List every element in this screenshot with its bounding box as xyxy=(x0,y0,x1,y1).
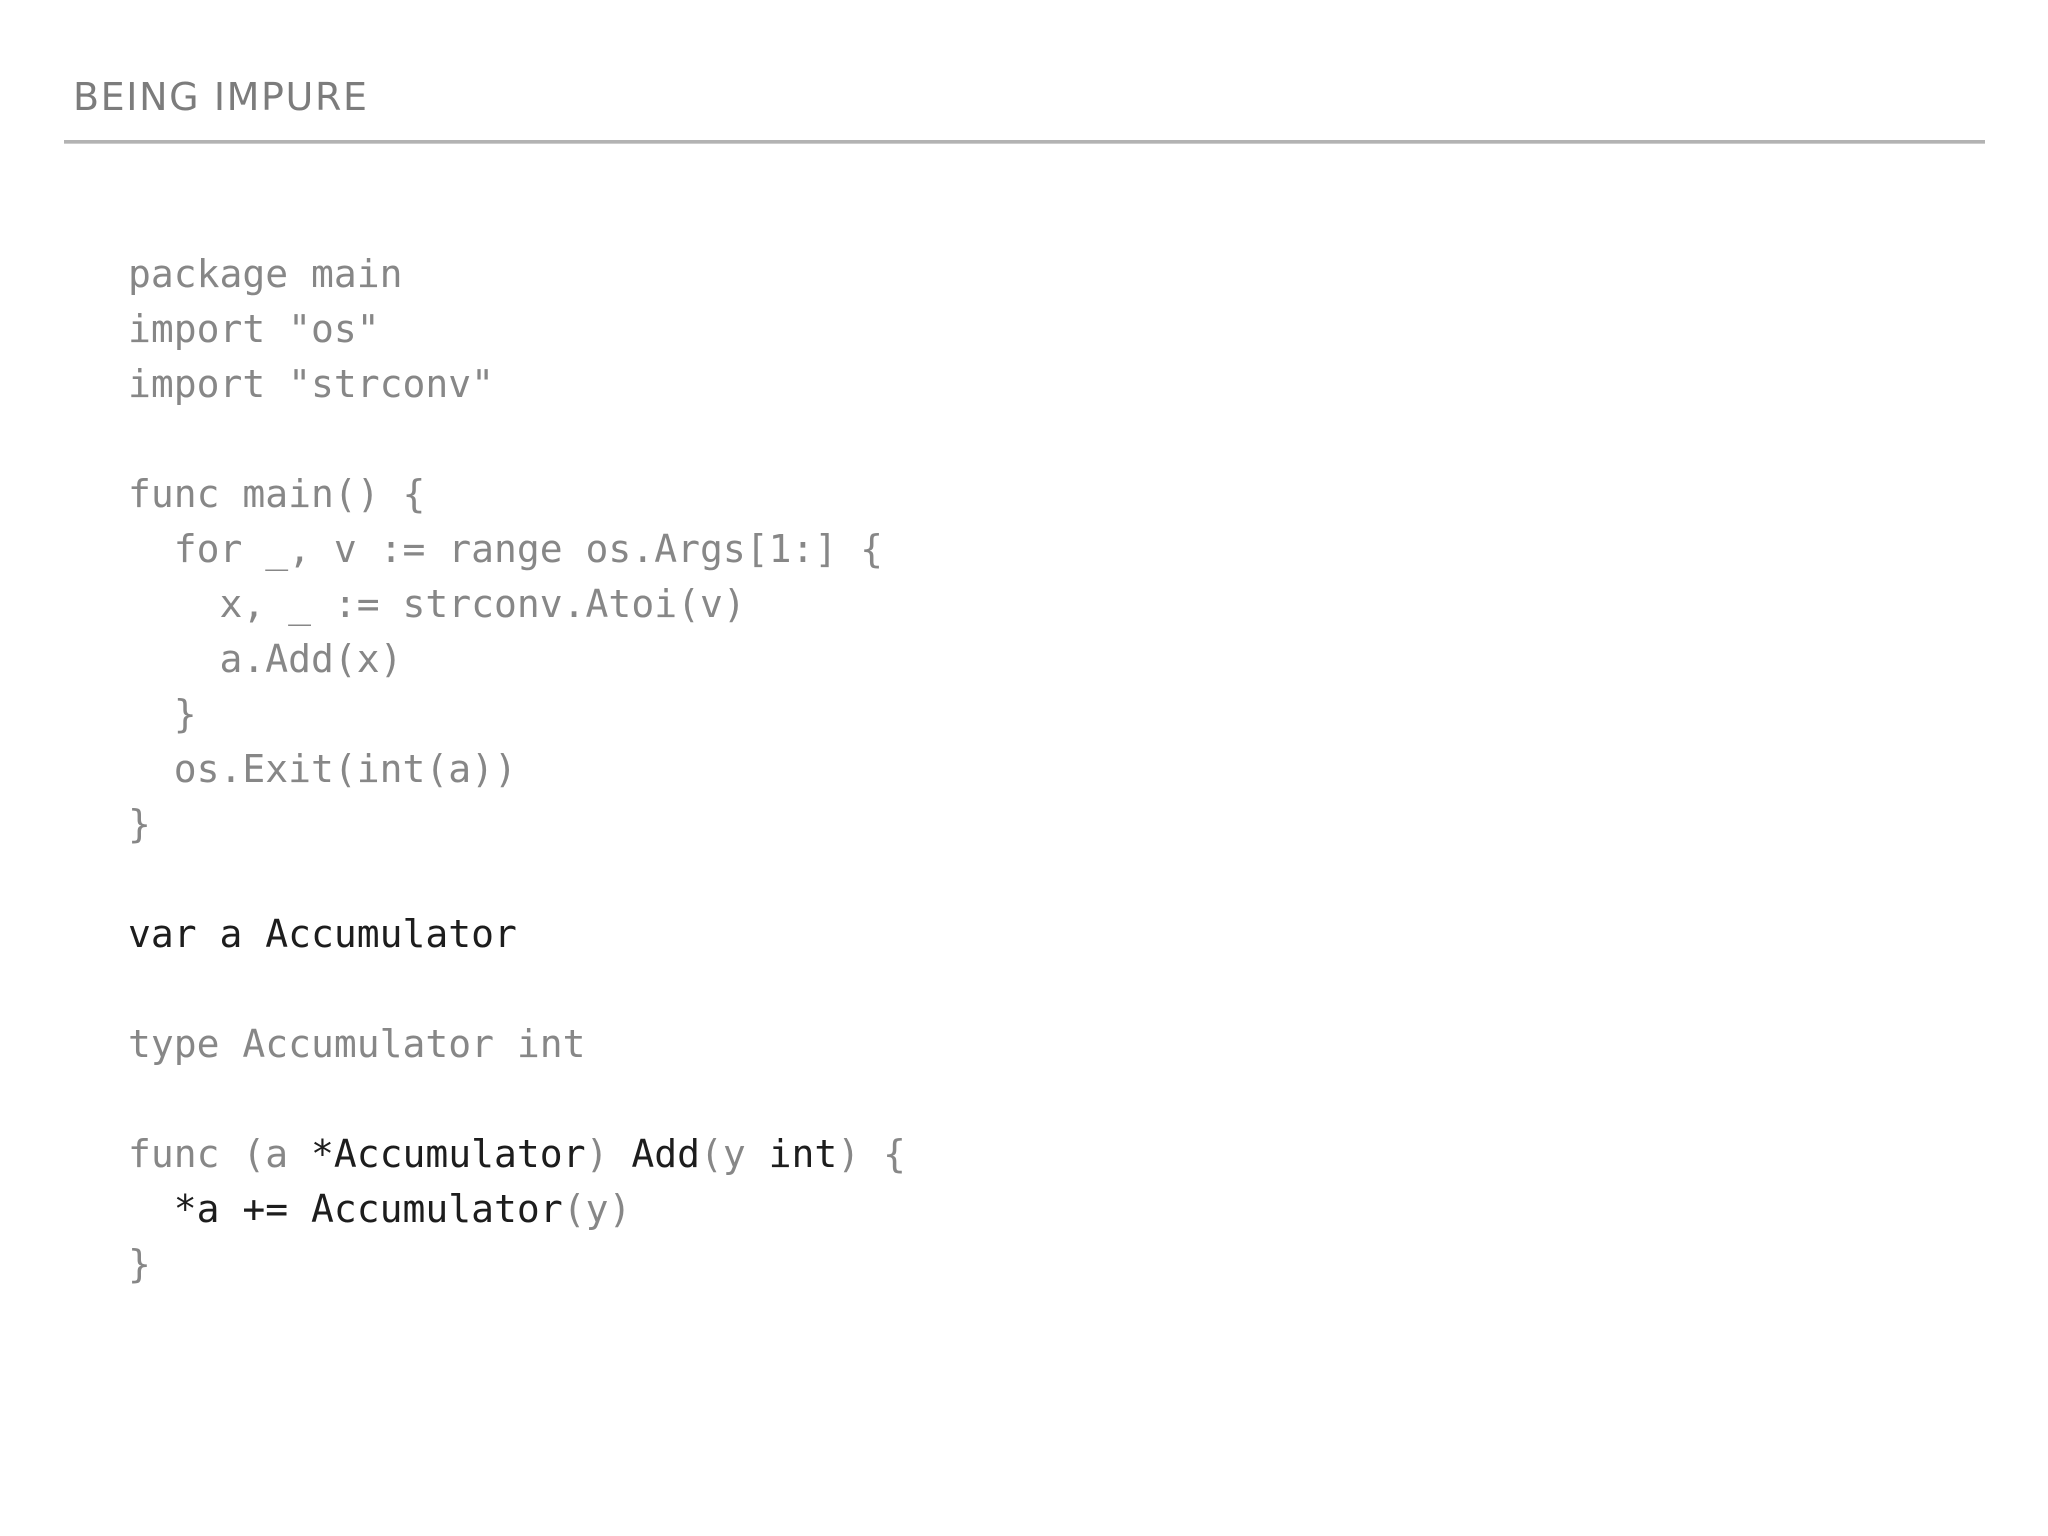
code-token: (y) xyxy=(562,1187,632,1231)
code-line: import "strconv" xyxy=(128,357,906,412)
code-line: } xyxy=(128,797,906,852)
code-token: ) xyxy=(585,1132,632,1176)
code-token-emphasis: *a += Accumulator xyxy=(173,1187,563,1231)
code-token: } xyxy=(128,1242,151,1286)
code-line: x, _ := strconv.Atoi(v) xyxy=(128,577,906,632)
code-token: } xyxy=(128,692,197,736)
code-line: func (a *Accumulator) Add(y int) { xyxy=(128,1127,906,1182)
code-token: package main xyxy=(128,252,403,296)
code-token xyxy=(128,1187,174,1231)
code-line-blank: ​ xyxy=(128,1072,906,1127)
code-token-emphasis: *Accumulator xyxy=(311,1132,586,1176)
code-token: (y xyxy=(699,1132,769,1176)
code-line: for _, v := range os.Args[1:] { xyxy=(128,522,906,577)
code-token: import "os" xyxy=(128,307,380,351)
code-line: package main xyxy=(128,247,906,302)
code-line: os.Exit(int(a)) xyxy=(128,742,906,797)
page-title: BEING IMPURE xyxy=(73,75,369,119)
code-line-blank: ​ xyxy=(128,412,906,467)
code-token: a.Add(x) xyxy=(128,637,403,681)
title-divider xyxy=(64,139,1985,144)
code-line: var a Accumulator xyxy=(128,907,906,962)
code-block: package main import "os" import "strconv" ​… xyxy=(128,247,906,1292)
code-token: type Accumulator int xyxy=(128,1022,586,1066)
code-line: type Accumulator int xyxy=(128,1017,906,1072)
code-token-emphasis: int xyxy=(768,1132,838,1176)
code-token: os.Exit(int(a)) xyxy=(128,747,517,791)
code-line: func main() { xyxy=(128,467,906,522)
code-token: import "strconv" xyxy=(128,362,495,406)
code-line: } xyxy=(128,687,906,742)
code-token: ) { xyxy=(837,1132,906,1176)
code-token-emphasis: Add xyxy=(631,1132,700,1176)
code-line: } xyxy=(128,1237,906,1292)
code-token: func (a xyxy=(128,1132,312,1176)
code-line: a.Add(x) xyxy=(128,632,906,687)
code-token-emphasis: var a Accumulator xyxy=(128,912,517,956)
code-token: } xyxy=(128,802,151,846)
code-token: for _, v := range os.Args[1:] { xyxy=(128,527,883,571)
code-line: *a += Accumulator(y) xyxy=(128,1182,906,1237)
code-token: func main() { xyxy=(128,472,426,516)
code-line: import "os" xyxy=(128,302,906,357)
slide-header: BEING IMPURE xyxy=(64,75,1985,144)
code-line-blank: ​ xyxy=(128,962,906,1017)
code-line-blank: ​ xyxy=(128,852,906,907)
code-token: x, _ := strconv.Atoi(v) xyxy=(128,582,746,626)
